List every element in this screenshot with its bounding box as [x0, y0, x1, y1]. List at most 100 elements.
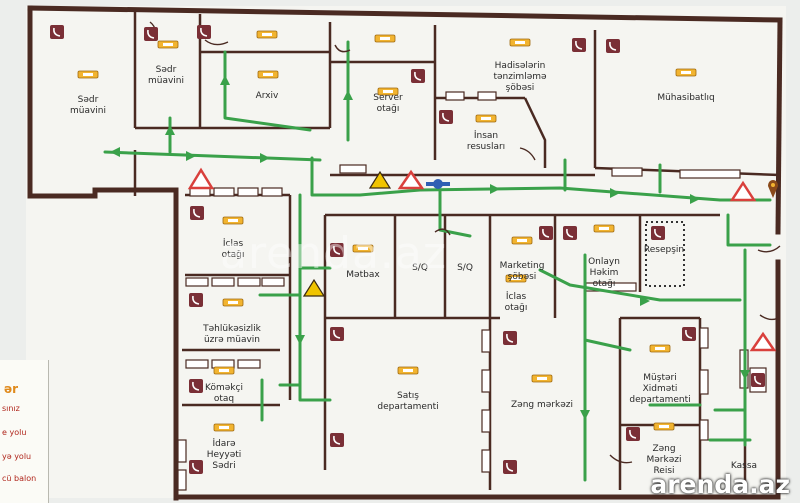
room-label-line: İdarə	[212, 438, 236, 449]
name-sign-icon	[222, 216, 244, 225]
room-label-line: şöbəsi	[506, 83, 535, 93]
name-sign-icon	[505, 274, 527, 283]
phone-icons	[50, 25, 765, 474]
name-sign-icon	[531, 374, 553, 383]
room-label-line: otağı	[222, 250, 245, 260]
room-label-metbax: Mətbax	[346, 270, 380, 280]
legend-panel: ər sınız e yolu yə yolu cü balon	[0, 360, 49, 503]
room-label-line: Sədri	[212, 461, 235, 471]
phone-icon	[563, 226, 577, 240]
phone-icon	[330, 327, 344, 341]
name-sign-icon	[593, 224, 615, 233]
room-label-line: otaq	[214, 394, 234, 404]
phone-icon	[439, 110, 453, 124]
room-label-zeng: Zəng mərkəzi	[511, 400, 573, 410]
name-sign-icon	[374, 34, 396, 43]
name-sign-icon	[77, 70, 99, 79]
legend-row: cü balon	[2, 474, 37, 483]
room-label-arxiv: Arxiv	[256, 91, 279, 101]
fire-extinguisher-icon	[426, 179, 450, 189]
room-label-line: Həkim	[590, 268, 619, 278]
legend-row: yə yolu	[2, 452, 32, 461]
name-sign-icon	[649, 344, 671, 353]
walls	[27, 5, 783, 501]
room-label-line: Zəng	[652, 444, 675, 454]
phone-icon	[626, 427, 640, 441]
phone-icon	[751, 373, 765, 387]
room-label-line: S/Q	[412, 263, 428, 273]
name-sign-icon	[352, 244, 374, 253]
room-label-line: Onlayn	[588, 257, 620, 267]
phone-icon	[503, 460, 517, 474]
room-label-line: Mühasibatlıq	[657, 93, 714, 103]
electric-hazard-icon	[302, 170, 392, 297]
room-label-line: Köməkçi	[205, 383, 243, 393]
room-label-line: Resepşin	[644, 245, 684, 255]
triangle-warning-icon	[187, 167, 777, 352]
phone-icon	[606, 39, 620, 53]
name-sign-icon	[213, 366, 235, 375]
room-label-line: müavini	[148, 76, 184, 86]
room-label-line: İnsan	[474, 130, 498, 141]
phone-icon	[682, 327, 696, 341]
name-sign-icon	[397, 366, 419, 375]
room-label-line: Təhlükəsizlik	[202, 324, 262, 334]
room-label-line: Heyyəti	[207, 450, 242, 460]
room-label-line: Zəng mərkəzi	[511, 400, 573, 410]
phone-icon	[411, 69, 425, 83]
room-label-line: Müştəri	[643, 373, 676, 383]
name-sign-icon	[377, 87, 399, 96]
room-label-line: departamenti	[377, 402, 438, 412]
name-sign-icon	[222, 298, 244, 307]
phone-icon	[503, 331, 517, 345]
room-signs	[77, 30, 697, 432]
name-sign-icon	[256, 30, 278, 39]
legend-row: sınız	[2, 404, 20, 413]
name-sign-icon	[213, 423, 235, 432]
room-label-line: Kassa	[731, 461, 757, 471]
room-label-line: otağı	[593, 279, 616, 289]
room-label-sq1: S/Q	[412, 263, 428, 273]
phone-icon	[50, 25, 64, 39]
legend-heading: ər	[4, 382, 19, 396]
room-label-line: Xidməti	[643, 384, 678, 394]
room-label-line: müavini	[70, 106, 106, 116]
room-label-kassa: Kassa	[731, 461, 757, 471]
building-floor	[26, 6, 786, 498]
phone-icon	[539, 226, 553, 240]
room-label-line: İclas	[506, 291, 527, 302]
room-label-resepsin: Resepşin	[644, 245, 684, 255]
room-label-line: Server	[373, 93, 403, 103]
phone-icon	[197, 25, 211, 39]
room-label-line: S/Q	[457, 263, 473, 273]
room-label-line: Mətbax	[346, 270, 380, 280]
phone-icon	[190, 206, 204, 220]
phone-icon	[651, 226, 665, 240]
room-label-line: Hadisələrin	[495, 61, 546, 71]
reception-desk-outline	[645, 221, 685, 287]
room-label-line: otağı	[505, 303, 528, 313]
room-label-line: resusları	[467, 142, 505, 152]
name-sign-icon	[257, 70, 279, 79]
name-sign-icon	[475, 114, 497, 123]
watermark-center: arenda.az	[220, 228, 447, 279]
phone-icon	[330, 433, 344, 447]
route-arrows	[110, 75, 750, 420]
room-label-line: şöbəsi	[508, 272, 537, 282]
watermark-corner: arenda.az	[650, 470, 790, 499]
phone-icon	[189, 460, 203, 474]
phone-icon	[144, 27, 158, 41]
room-label-muhasibatliq: Mühasibatlıq	[657, 93, 714, 103]
